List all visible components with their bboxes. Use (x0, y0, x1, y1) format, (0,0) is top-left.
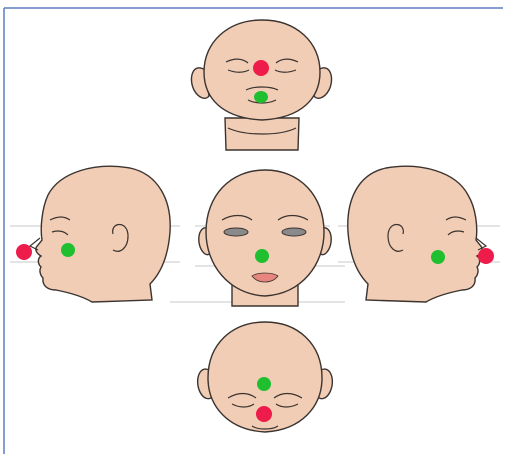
head-outline (36, 166, 170, 302)
head-left-profile (16, 166, 170, 302)
marker-red (16, 244, 32, 260)
marker-red (256, 406, 272, 422)
marker-green (431, 250, 445, 264)
marker-red (478, 248, 494, 264)
marker-green (254, 91, 268, 103)
marker-green (257, 377, 271, 391)
eye-left (224, 228, 248, 236)
head-outline (348, 166, 482, 302)
head-from-below (191, 20, 331, 150)
marker-green (255, 249, 269, 263)
head-right-profile (348, 166, 494, 302)
eye-right (282, 228, 306, 236)
head-front (199, 170, 331, 306)
marker-green (61, 243, 75, 257)
marker-red (253, 60, 269, 76)
head-from-above (198, 322, 333, 432)
